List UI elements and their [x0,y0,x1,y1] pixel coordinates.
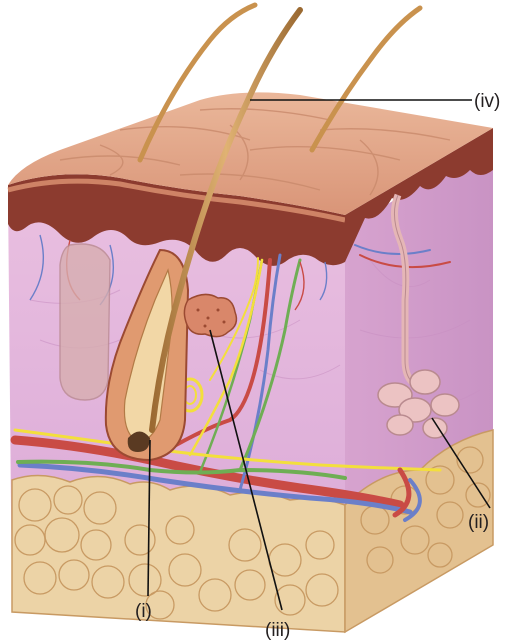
fat-cells [14,446,491,620]
hair-bulb [127,431,150,452]
hair-shaft-left [137,2,258,163]
hair-shafts [137,2,423,433]
label-ii: (ii) [468,512,489,533]
hair-shaft-right [309,5,423,153]
fat-lobules [11,429,494,634]
label-iv: (iv) [474,91,500,112]
artery-branch [148,258,272,462]
faint-gland [59,243,111,401]
leader-line-i [147,439,151,597]
vessels-and-nerves [10,244,451,522]
leader-lines [147,99,491,611]
surface-wrinkles [59,108,451,196]
vein [17,462,413,515]
vein-branch [238,253,282,492]
label-iii: (iii) [265,620,290,641]
lymph-vessel [16,459,347,480]
leader-line-ii [431,417,491,509]
nerve [13,428,442,472]
label-i: (i) [135,601,152,622]
leader-line-iii [209,329,283,611]
artery [10,435,405,510]
epidermis-band [8,174,345,266]
hair-shaft-main [149,7,303,433]
sebaceous-gland [183,293,238,338]
skin-surface [8,92,493,215]
epidermis-side-band [345,128,493,262]
sweat-gland-coil [377,369,460,439]
